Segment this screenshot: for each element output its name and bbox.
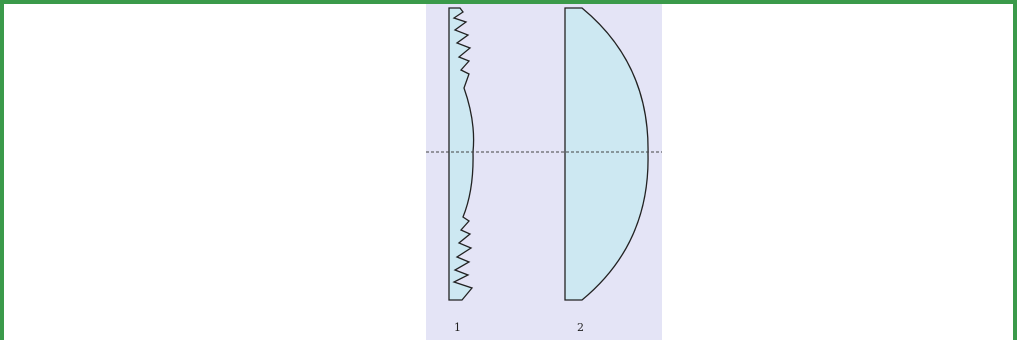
lens-2-label: 2 [577,321,584,334]
fresnel-lens [448,7,475,301]
lens-1-label: 1 [454,321,461,334]
plano-convex-lens [564,7,649,301]
lens-diagram [426,7,662,301]
